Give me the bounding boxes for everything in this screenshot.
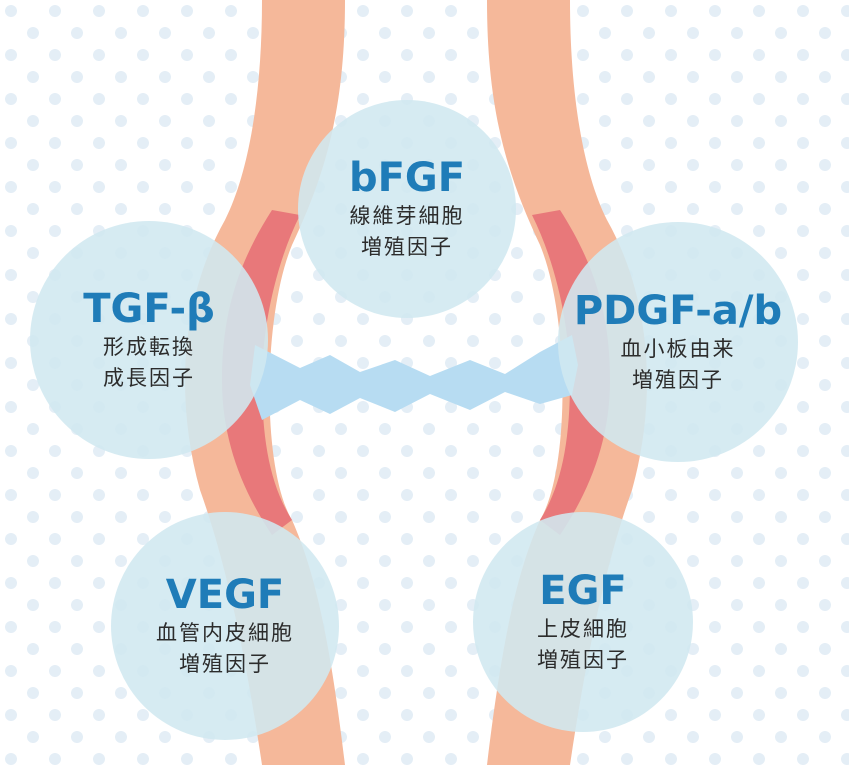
factor-bubble-pdgf: PDGF-a/b 血小板由来 増殖因子 bbox=[558, 222, 798, 462]
factor-description: 血管内皮細胞 増殖因子 bbox=[156, 618, 294, 681]
factor-description: 線維芽細胞 増殖因子 bbox=[350, 201, 465, 264]
factor-desc-line1: 血管内皮細胞 bbox=[156, 618, 294, 650]
factor-desc-line2: 増殖因子 bbox=[621, 365, 736, 397]
factor-bubble-egf: EGF 上皮細胞 増殖因子 bbox=[473, 512, 693, 732]
factor-name: PDGF-a/b bbox=[574, 288, 782, 334]
factor-desc-line1: 血小板由来 bbox=[621, 334, 736, 366]
factor-bubble-tgf-beta: TGF-β 形成転換 成長因子 bbox=[30, 221, 268, 459]
factor-description: 血小板由来 増殖因子 bbox=[621, 334, 736, 397]
factor-desc-line2: 増殖因子 bbox=[537, 645, 629, 677]
factor-name: EGF bbox=[539, 568, 626, 614]
factor-description: 形成転換 成長因子 bbox=[103, 332, 195, 395]
factor-desc-line2: 成長因子 bbox=[103, 363, 195, 395]
factor-desc-line2: 増殖因子 bbox=[156, 649, 294, 681]
factor-desc-line1: 線維芽細胞 bbox=[350, 201, 465, 233]
factor-bubble-bfgf: bFGF 線維芽細胞 増殖因子 bbox=[298, 100, 516, 318]
factor-name: VEGF bbox=[166, 572, 284, 618]
factor-desc-line1: 上皮細胞 bbox=[537, 614, 629, 646]
factor-desc-line1: 形成転換 bbox=[103, 332, 195, 364]
factor-desc-line2: 増殖因子 bbox=[350, 232, 465, 264]
factor-name: TGF-β bbox=[83, 286, 214, 332]
factor-bubble-vegf: VEGF 血管内皮細胞 増殖因子 bbox=[111, 512, 339, 740]
factor-description: 上皮細胞 増殖因子 bbox=[537, 614, 629, 677]
factor-name: bFGF bbox=[349, 155, 465, 201]
